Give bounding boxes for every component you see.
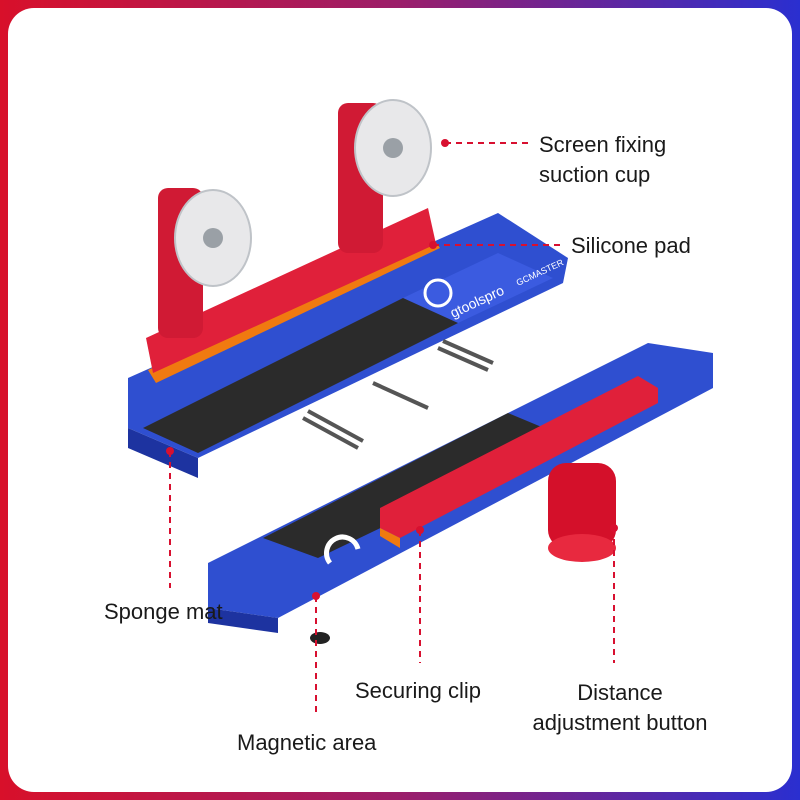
- securing-clip: [380, 376, 658, 538]
- image-frame: gtoolspro GCMASTER GQ-010 Back Cover Fix…: [8, 8, 792, 792]
- fixture-illustration: gtoolspro GCMASTER GQ-010 Back Cover Fix…: [128, 99, 713, 713]
- rear-sponge-mat: [143, 298, 458, 453]
- callout-sponge-mat: Sponge mat: [104, 599, 223, 624]
- callout-distance-line1: Distance: [577, 680, 663, 705]
- brand-logo-icon: [423, 278, 453, 308]
- callout-screen-fixing: Screen fixing suction cup: [539, 130, 666, 190]
- callout-screen-fixing-line2: suction cup: [539, 162, 651, 187]
- rubber-foot: [310, 632, 330, 644]
- callout-distance-line2: adjustment button: [532, 710, 708, 735]
- callout-securing-clip: Securing clip: [355, 678, 481, 703]
- distance-knob: [548, 463, 616, 548]
- callout-distance-button: Distance adjustment button: [520, 678, 720, 738]
- guide-springs: [302, 339, 494, 450]
- callout-dots: [166, 139, 618, 600]
- callout-leaders: [169, 142, 615, 713]
- front-sponge-mat: [263, 413, 568, 558]
- callout-magnetic-area: Magnetic area: [237, 730, 377, 755]
- callout-silicone-pad: Silicone pad: [571, 233, 691, 258]
- fixture-text: Back Cover Fixture: [589, 293, 678, 346]
- model-text: GQ-010: [542, 319, 594, 356]
- magnet-icon: [324, 534, 361, 565]
- callout-screen-fixing-line1: Screen fixing: [539, 132, 667, 157]
